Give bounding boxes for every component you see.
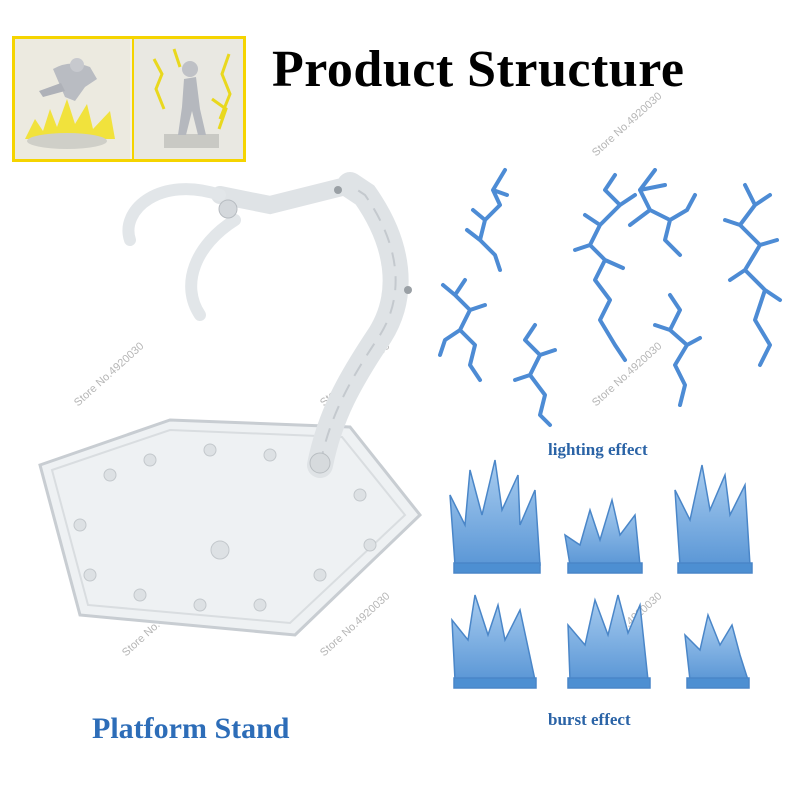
lighting-effect-label: lighting effect — [548, 440, 648, 459]
platform-stand-image — [38, 172, 423, 637]
burst-effect-label: burst effect — [548, 710, 631, 729]
page-title: Product Structure — [272, 41, 685, 98]
figure-burst-photo — [15, 39, 130, 159]
platform-stand-label: Platform Stand — [92, 712, 290, 745]
figure-lightning-photo — [132, 39, 243, 159]
lightning-effect-image — [438, 168, 782, 427]
burst-effect-image — [449, 459, 753, 689]
preview-thumbnails — [12, 36, 246, 162]
watermark: Store No.4920030 — [590, 90, 665, 159]
